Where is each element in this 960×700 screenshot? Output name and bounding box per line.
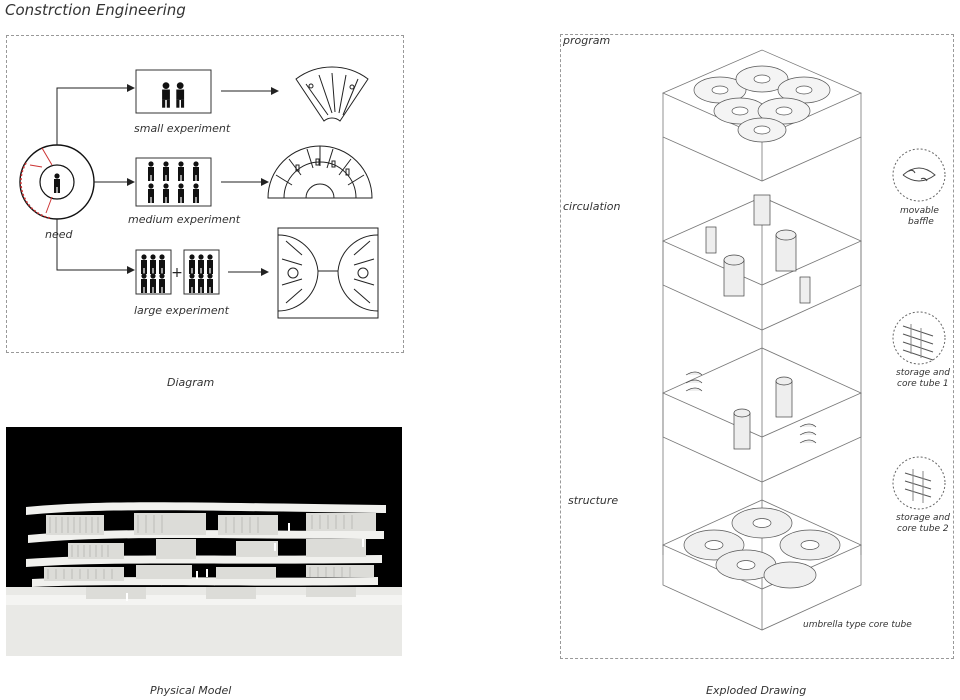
medium-experiment-people-icon: [135, 157, 212, 207]
callout-label-storage-1-line1: storage and: [896, 368, 950, 378]
callout-movable-baffle-icon: [892, 148, 946, 202]
callout-label-movable-baffle-2: baffle: [908, 217, 934, 227]
exploded-drawing-caption: Exploded Drawing: [706, 684, 807, 697]
need-circle-icon: [19, 144, 95, 220]
layer-label-structure: structure: [568, 494, 619, 507]
callout-storage-core-tube-2-icon: [892, 456, 946, 510]
exploded-frame: [560, 34, 954, 659]
small-experiment-label: small experiment: [134, 122, 231, 135]
callout-label-movable-baffle-1: movable: [900, 206, 939, 216]
physical-model-photo: [6, 427, 402, 656]
diagram-caption: Diagram: [167, 376, 215, 389]
callout-label-storage-2-line1: storage and: [896, 513, 950, 523]
diagram-graphic: +: [19, 66, 379, 319]
layer-label-program: program: [563, 34, 611, 47]
large-experiment-people-icon: +: [135, 249, 220, 295]
diagram-frame: [6, 35, 404, 353]
callout-label-storage-2-line2: core tube 2: [897, 524, 949, 534]
page-title: Constrction Engineering: [5, 1, 186, 19]
small-experiment-people-icon: [135, 69, 212, 114]
large-experiment-label: large experiment: [134, 304, 229, 317]
callout-storage-core-tube-1-icon: [892, 311, 946, 365]
physical-model-caption: Physical Model: [150, 684, 232, 697]
callout-label-storage-1-line2: core tube 1: [897, 379, 949, 389]
small-fan-plan-icon: [295, 66, 369, 122]
exploded-axonometric-drawing: [662, 49, 862, 631]
svg-text:+: +: [171, 265, 183, 281]
medium-semicircle-plan-icon: [267, 145, 373, 199]
large-double-plan-icon: [277, 227, 379, 319]
umbrella-core-tube-note: umbrella type core tube: [803, 620, 912, 630]
layer-label-circulation: circulation: [563, 200, 621, 213]
need-label: need: [45, 228, 73, 241]
medium-experiment-label: medium experiment: [128, 213, 241, 226]
